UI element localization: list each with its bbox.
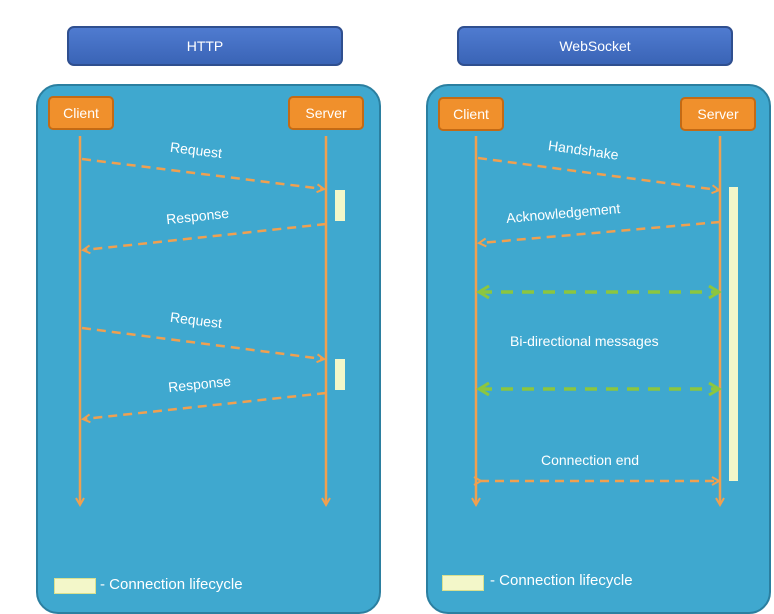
- handshake-arrow: [477, 156, 718, 190]
- connection-end-label: Connection end: [541, 452, 640, 468]
- server-actor: Server: [680, 97, 756, 131]
- acknowledgement-arrow: [480, 220, 721, 243]
- client-actor: Client: [438, 97, 504, 131]
- connection-lifecycle-bar: [335, 190, 345, 221]
- bidirectional-messages-label: Bi-directional messages: [510, 333, 659, 349]
- http-arrows: [38, 136, 345, 614]
- connection-lifecycle-bar: [335, 359, 345, 390]
- server-actor: Server: [288, 96, 364, 130]
- response-arrow: [84, 391, 327, 419]
- legend-label: - Connection lifecycle: [100, 576, 243, 593]
- websocket-panel: Client Server Handshake Acknowledgement …: [426, 84, 771, 614]
- connection-lifecycle-bar: [729, 187, 738, 481]
- request-arrow: [81, 157, 323, 189]
- connection-lifecycle-swatch: [54, 578, 96, 594]
- http-panel: Client Server Request Response Request R…: [36, 84, 381, 614]
- connection-lifecycle-swatch: [442, 575, 484, 591]
- response-arrow: [84, 222, 327, 250]
- http-title: HTTP: [67, 26, 343, 66]
- websocket-arrows: [428, 136, 738, 614]
- websocket-title: WebSocket: [457, 26, 733, 66]
- legend-label: - Connection lifecycle: [490, 572, 633, 589]
- client-actor: Client: [48, 96, 114, 130]
- request-arrow: [81, 326, 323, 359]
